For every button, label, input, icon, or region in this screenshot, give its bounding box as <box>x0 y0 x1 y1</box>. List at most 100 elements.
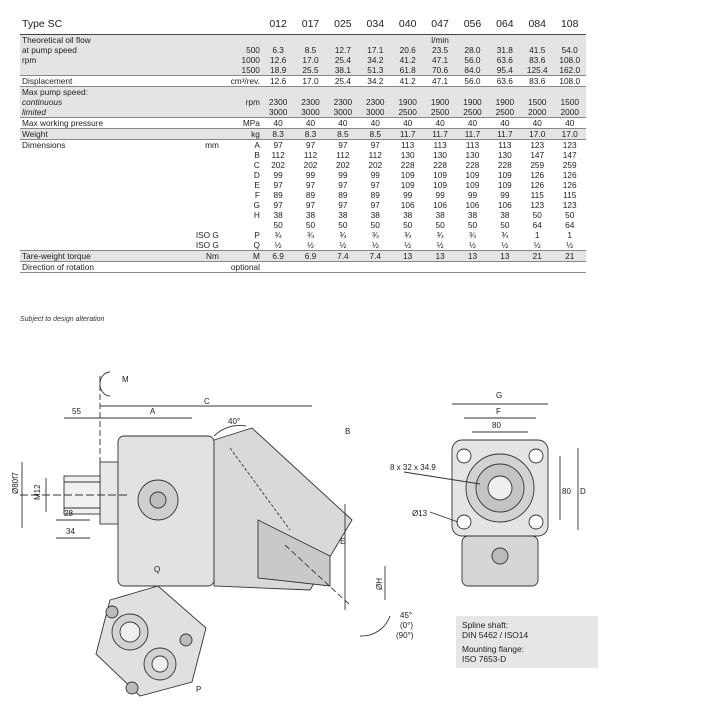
torque-value: 13 <box>456 250 489 262</box>
size-header: 040 <box>391 14 424 35</box>
cell-line: 51.3 <box>367 65 384 75</box>
flow-blank <box>164 34 221 76</box>
cell-line: 3000 <box>301 107 320 117</box>
cell-line: 99 <box>273 170 283 180</box>
front-view <box>451 439 549 587</box>
cell-line: Q <box>253 240 260 250</box>
cell-line: 125.4 <box>526 65 548 75</box>
cell-line: 106 <box>465 200 480 210</box>
cell-line: 89 <box>305 190 316 200</box>
cell-line: 38.1 <box>334 65 351 75</box>
cell-line: 8.5 <box>304 45 317 55</box>
cell-line: 2000 <box>560 107 579 117</box>
weight-value: 8.5 <box>359 128 392 140</box>
cell-line: 113 <box>433 140 447 150</box>
cell-line: 25.4 <box>334 55 351 65</box>
label-q: Q <box>154 565 160 574</box>
blank <box>359 261 392 273</box>
cell-line: 97 <box>273 180 283 190</box>
cell-line: 113 <box>401 140 415 150</box>
blank <box>391 261 424 273</box>
torque-value: 21 <box>553 250 586 262</box>
torque-value: 7.4 <box>326 250 360 262</box>
displacement-label: Displacement <box>20 75 165 87</box>
cell-line: 123 <box>562 200 577 210</box>
cell-line: 17.1 <box>367 45 384 55</box>
cell-line: 99 <box>370 170 380 180</box>
size-header: 108 <box>553 14 586 35</box>
spec-legend: Spline shaft: DIN 5462 / ISO14 Mounting … <box>456 616 598 668</box>
cell-line: 1900 <box>430 97 450 107</box>
blank <box>294 261 327 273</box>
cell-line: 2500 <box>495 107 515 117</box>
cell-line: 99 <box>435 190 445 200</box>
spline-value: DIN 5462 / ISO14 <box>462 630 529 640</box>
spline-title: Spline shaft: <box>462 620 509 630</box>
cell-line: at pump speed <box>22 45 77 55</box>
label-p: P <box>196 685 201 694</box>
displacement-value: 63.6 <box>488 75 522 87</box>
cell-line: 25.5 <box>302 65 319 75</box>
cell-line: 99 <box>338 170 348 180</box>
pressure-value: 40 <box>488 117 522 129</box>
label-b: B <box>345 427 350 436</box>
pressure-value: 40 <box>553 117 586 129</box>
cell-line: 113 <box>465 140 480 150</box>
label-g: G <box>496 391 502 400</box>
torque-label: Tare-weight torque <box>20 250 165 262</box>
cell-line: 38 <box>273 210 283 220</box>
cell-line: 126 <box>562 170 577 180</box>
label-m: M <box>122 375 129 384</box>
cell-line: ½ <box>404 240 412 250</box>
cell-line: 38 <box>338 210 348 220</box>
cell-line: 112 <box>303 150 318 160</box>
pressure-value: 40 <box>359 117 392 129</box>
design-note: Subject to design alteration <box>20 316 105 323</box>
cell-line: 50 <box>305 220 316 230</box>
label-f: F <box>496 407 501 416</box>
header-blank <box>220 14 262 35</box>
cell-line: 28.0 <box>464 45 481 55</box>
cell-line: 12.6 <box>270 55 287 65</box>
cell-line: 20.6 <box>399 45 416 55</box>
cell-line: 50 <box>435 220 445 230</box>
size-header: 017 <box>294 14 327 35</box>
cell-line: 18.9 <box>270 65 287 75</box>
pressure-unit: MPa <box>220 117 262 129</box>
cell-line: 1000 <box>241 55 260 65</box>
cell-line: 47.1 <box>431 55 449 65</box>
dim-34: 34 <box>66 527 75 536</box>
cell-line: A <box>254 140 260 150</box>
cell-line: 112 <box>271 150 285 160</box>
cell-line: 1900 <box>495 97 515 107</box>
cell-line: 202 <box>368 160 383 170</box>
cell-line: 99 <box>305 170 316 180</box>
pressure-value: 40 <box>423 117 457 129</box>
cell-line: Max pump speed: <box>22 87 88 97</box>
torque-symbol: M <box>220 250 262 262</box>
weight-value: 11.7 <box>423 128 457 140</box>
cell-line: 106 <box>400 200 415 210</box>
torque-value: 6.9 <box>294 250 327 262</box>
cell-line: 2300 <box>333 97 353 107</box>
cell-line: 3000 <box>366 107 385 117</box>
cell-line: 112 <box>368 150 382 160</box>
cell-line: 84.0 <box>464 65 481 75</box>
cell-line: P <box>254 230 260 240</box>
cell-line: ¾ <box>339 230 347 240</box>
rotation-value: optional <box>164 261 262 273</box>
